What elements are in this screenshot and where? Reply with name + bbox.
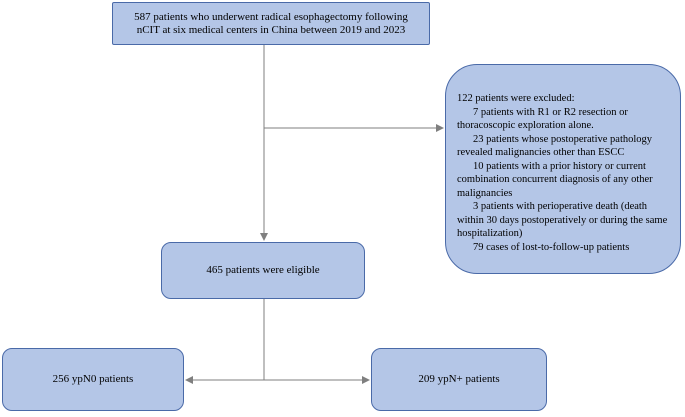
eligible-patients-box: 465 patients were eligible (161, 242, 365, 299)
ypn0-patients-box: 256 ypN0 patients (2, 348, 184, 411)
excluded-patients-box: 122 patients were excluded: 7 patients w… (445, 64, 681, 274)
excluded-item: 79 cases of lost-to-follow-up patients (473, 241, 630, 253)
excluded-item: 3 patients with perioperative death (dea… (457, 201, 668, 239)
excluded-heading: 122 patients were excluded: (457, 93, 575, 104)
excluded-item: 7 patients with R1 or R2 resection or th… (457, 106, 628, 132)
enrolled-line-2: nCIT at six medical centers in China bet… (136, 23, 406, 36)
enrolled-patients-box: 587 patients who underwent radical esoph… (112, 2, 430, 45)
ypnplus-label: 209 ypN+ patients (418, 373, 500, 385)
excluded-item: 10 patients with a prior history or curr… (457, 160, 653, 199)
enrolled-line-1: 587 patients who underwent radical esoph… (134, 10, 408, 23)
ypn0-label: 256 ypN0 patients (52, 373, 134, 385)
ypnplus-patients-box: 209 ypN+ patients (371, 348, 547, 411)
excluded-item: 23 patients whose postoperative patholog… (457, 133, 653, 159)
eligible-label: 465 patients were eligible (206, 264, 320, 276)
